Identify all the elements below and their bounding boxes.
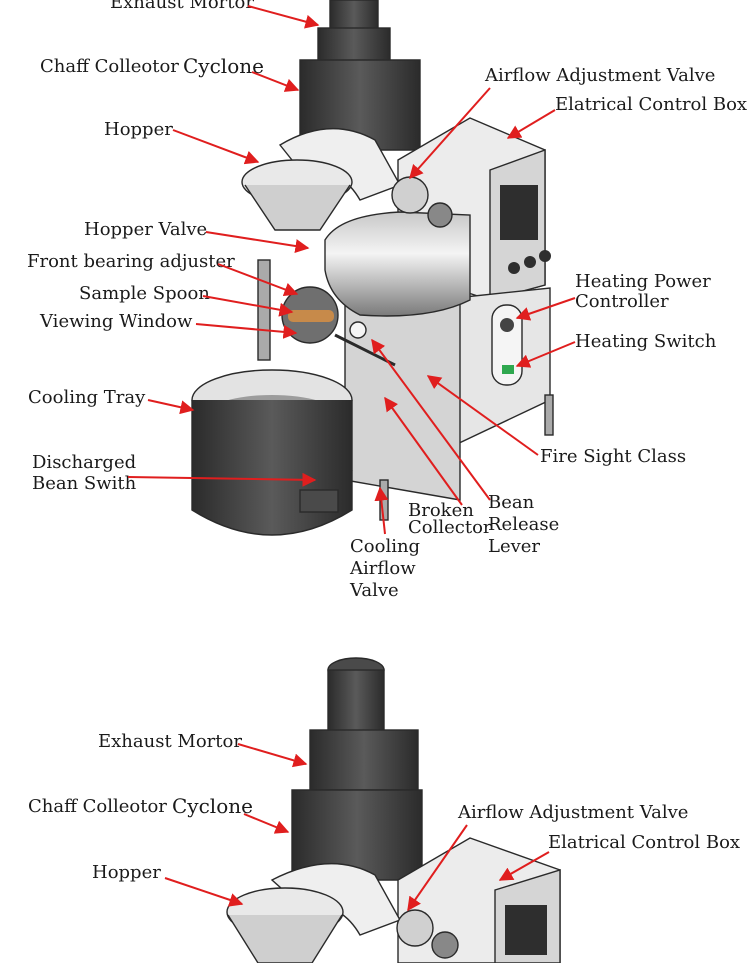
exhaust-motor-bottom xyxy=(327,669,385,733)
label-heating-power-1: Heating Power xyxy=(575,271,711,292)
label-cyclone: Cyclone xyxy=(183,54,264,78)
label-exhaust-motor: Exhaust Mortor xyxy=(110,0,254,13)
label-cooling-valve-1: Cooling xyxy=(350,536,420,557)
label-airflow-valve-2: Airflow Adjustment Valve xyxy=(457,802,688,823)
label-viewing-window: Viewing Window xyxy=(39,311,193,332)
label-cooling-valve-2: Airflow xyxy=(349,558,416,579)
label-cooling-valve-3: Valve xyxy=(349,580,399,601)
exhaust-motor-top xyxy=(329,0,379,31)
roasting-drum-top xyxy=(324,211,471,317)
labels-bottom: Exhaust Mortor Chaff Colleotor Cyclone A… xyxy=(28,731,740,883)
label-hopper-valve: Hopper Valve xyxy=(84,219,207,240)
label-broken-1: Broken xyxy=(408,500,474,521)
label-heating-power-2: Controller xyxy=(575,291,669,312)
label-heating-switch: Heating Switch xyxy=(575,331,717,352)
label-hopper: Hopper xyxy=(104,119,173,140)
label-front-bearing: Front bearing adjuster xyxy=(27,251,235,272)
label-hopper-2: Hopper xyxy=(92,862,161,883)
label-control-box: Elatrical Control Box xyxy=(555,94,747,115)
label-cyclone-2: Cyclone xyxy=(172,794,253,818)
label-discharged-1: Discharged xyxy=(32,452,136,473)
label-airflow-valve: Airflow Adjustment Valve xyxy=(484,65,715,86)
label-bean-2: Release xyxy=(488,514,559,535)
label-cooling-tray: Cooling Tray xyxy=(28,387,146,408)
label-control-box-2: Elatrical Control Box xyxy=(548,832,740,853)
label-bean-1: Bean xyxy=(488,492,535,513)
labels-top: Exhaust Mortor Chaff Colleotor Cyclone A… xyxy=(27,0,747,601)
label-broken-2: Collector xyxy=(408,517,492,538)
label-bean-3: Lever xyxy=(488,536,540,557)
arrows-top xyxy=(127,5,576,535)
label-chaff-collector-2: Chaff Colleotor xyxy=(28,796,167,817)
label-exhaust-motor-2: Exhaust Mortor xyxy=(98,731,242,752)
arrows-bottom xyxy=(164,743,550,912)
label-sample-spoon: Sample Spoon xyxy=(79,283,210,304)
label-chaff-collector: Chaff Colleotor xyxy=(40,56,179,77)
label-fire-sight: Fire Sight Class xyxy=(540,446,686,467)
label-discharged-2: Bean Swith xyxy=(32,473,137,494)
